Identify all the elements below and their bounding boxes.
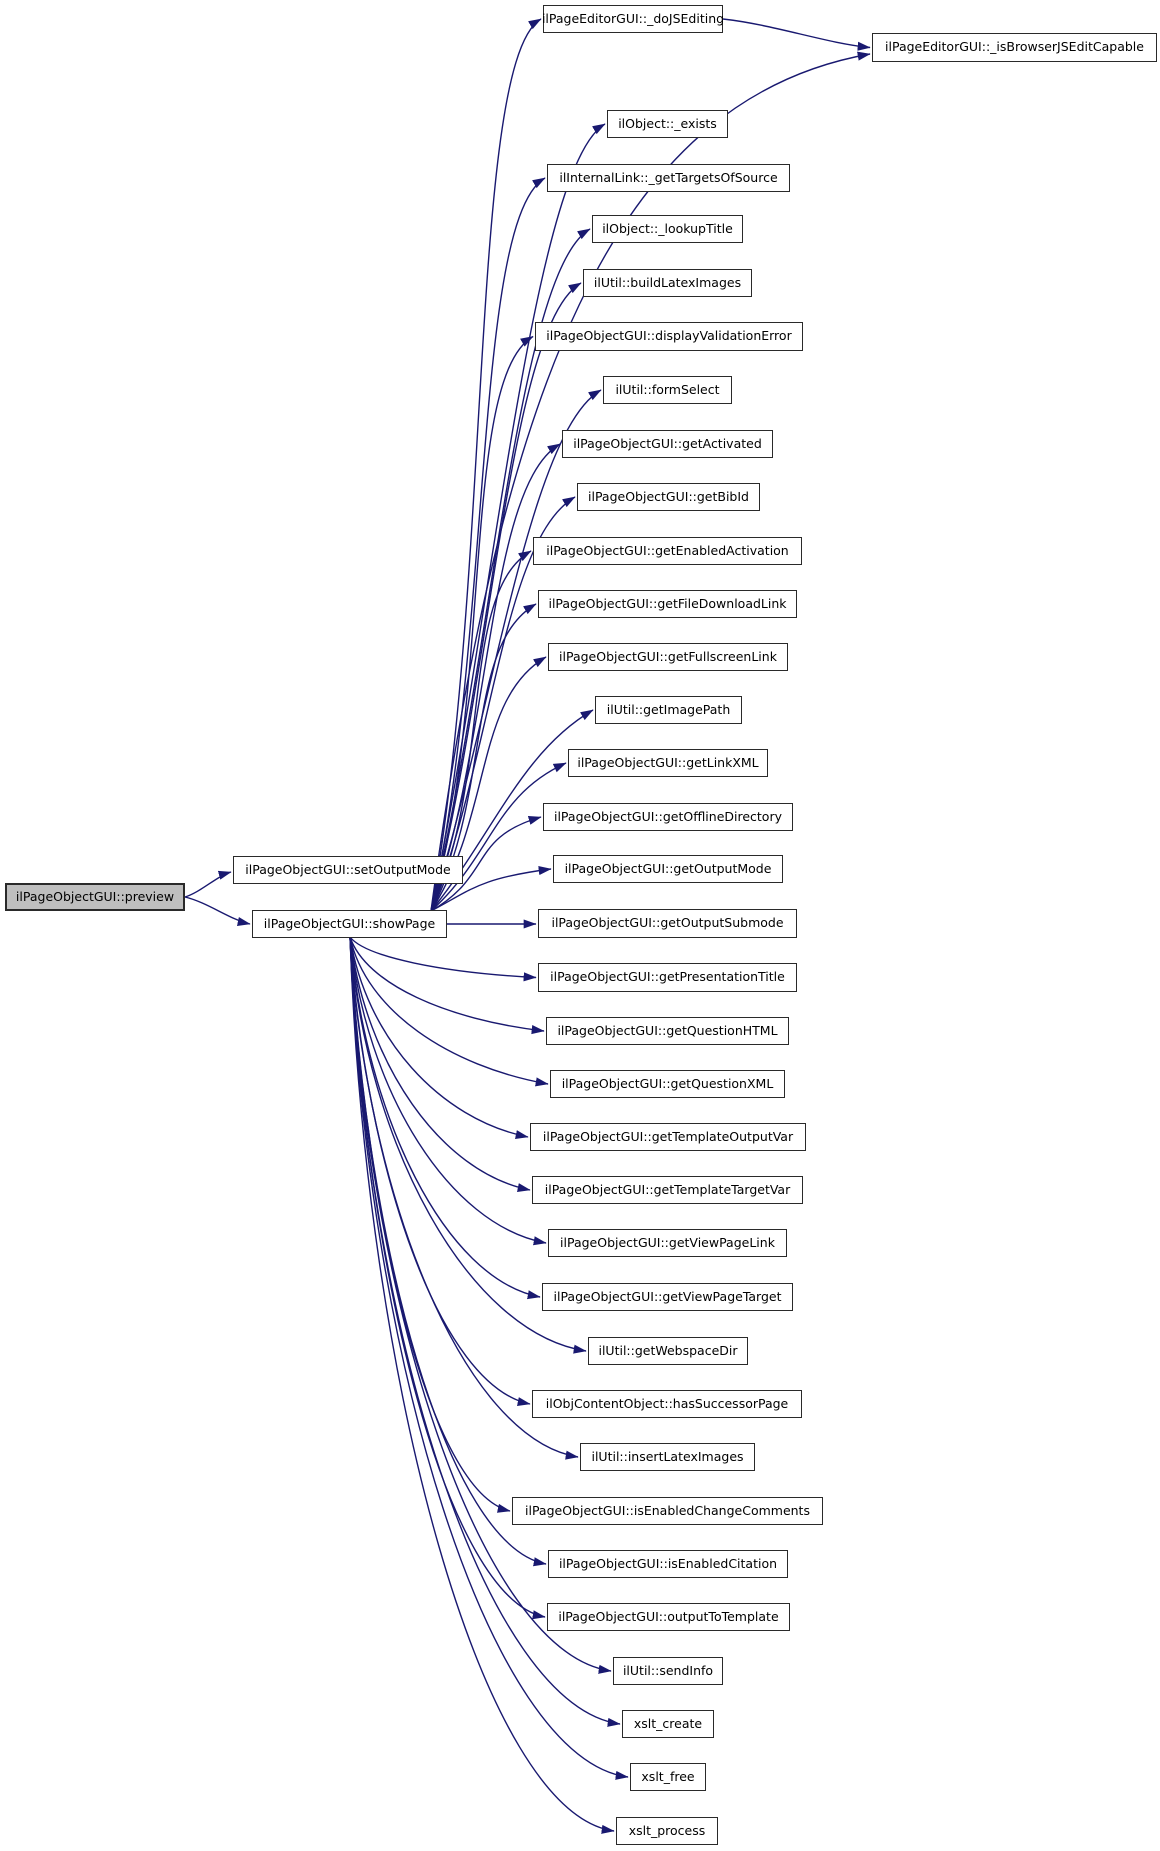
edge-showPage-to-insertLatexImages <box>349 936 579 1460</box>
graph-node-displayValidationError[interactable]: ilPageObjectGUI::displayValidationError <box>535 322 803 351</box>
graph-node-getActivated[interactable]: ilPageObjectGUI::getActivated <box>562 430 773 458</box>
graph-node-getQuestionXML[interactable]: ilPageObjectGUI::getQuestionXML <box>550 1070 785 1098</box>
graph-node-getOutputSubmode[interactable]: ilPageObjectGUI::getOutputSubmode <box>538 909 797 938</box>
edge-showPage-to-getOfflineDirectory <box>430 816 542 912</box>
edge-showPage-to-isBrowserJSEditCapable <box>430 51 871 912</box>
edge-showPage-to-getTargetsOfSource <box>430 177 546 912</box>
graph-node-setOutputMode[interactable]: ilPageObjectGUI::setOutputMode <box>233 856 463 884</box>
edge-showPage-to-getOutputMode <box>430 866 552 912</box>
graph-node-getEnabledActivation[interactable]: ilPageObjectGUI::getEnabledActivation <box>533 537 802 565</box>
graph-node-exists[interactable]: ilObject::_exists <box>607 110 728 138</box>
graph-node-formSelect[interactable]: ilUtil::formSelect <box>603 376 732 404</box>
graph-node-isEnabledCitation[interactable]: ilPageObjectGUI::isEnabledCitation <box>548 1550 788 1578</box>
edge-showPage-to-getViewPageLink <box>349 936 547 1246</box>
graph-node-getViewPageTarget[interactable]: ilPageObjectGUI::getViewPageTarget <box>542 1283 793 1311</box>
edge-showPage-to-buildLatexImages <box>430 282 582 912</box>
graph-node-showPage[interactable]: ilPageObjectGUI::showPage <box>252 910 447 938</box>
edge-showPage-to-sendInfo <box>349 936 612 1674</box>
edge-doJSEditing-to-isBrowserJSEditCapable <box>722 18 871 51</box>
graph-node-getViewPageLink[interactable]: ilPageObjectGUI::getViewPageLink <box>548 1229 787 1257</box>
graph-node-xslt_create[interactable]: xslt_create <box>622 1710 714 1738</box>
graph-node-getFileDownloadLink[interactable]: ilPageObjectGUI::getFileDownloadLink <box>538 590 797 618</box>
graph-node-getFullscreenLink[interactable]: ilPageObjectGUI::getFullscreenLink <box>548 643 788 671</box>
edge-showPage-to-getActivated <box>430 443 561 912</box>
graph-node-getOutputMode[interactable]: ilPageObjectGUI::getOutputMode <box>553 855 783 883</box>
edge-showPage-to-getLinkXML <box>430 762 567 912</box>
edge-showPage-to-getQuestionHTML <box>349 936 545 1035</box>
edge-preview-to-setOutputMode <box>184 870 232 898</box>
graph-node-preview[interactable]: ilPageObjectGUI::preview <box>5 883 185 911</box>
graph-node-sendInfo[interactable]: ilUtil::sendInfo <box>613 1657 723 1685</box>
edge-showPage-to-getPresentationTitle <box>349 936 537 982</box>
graph-node-getOfflineDirectory[interactable]: ilPageObjectGUI::getOfflineDirectory <box>543 803 793 831</box>
edge-showPage-to-xslt_process <box>349 936 615 1834</box>
edge-showPage-to-getTemplateOutputVar <box>349 936 529 1140</box>
graph-node-getPresentationTitle[interactable]: ilPageObjectGUI::getPresentationTitle <box>538 963 797 992</box>
edge-showPage-to-doJSEditing <box>430 18 542 912</box>
edge-showPage-to-getEnabledActivation <box>430 550 532 912</box>
graph-node-xslt_free[interactable]: xslt_free <box>630 1763 706 1791</box>
edge-showPage-to-isEnabledCitation <box>349 936 547 1567</box>
graph-node-lookupTitle[interactable]: ilObject::_lookupTitle <box>592 215 743 243</box>
graph-node-getTargetsOfSource[interactable]: ilInternalLink::_getTargetsOfSource <box>547 164 790 192</box>
graph-node-getImagePath[interactable]: ilUtil::getImagePath <box>595 696 742 724</box>
graph-node-outputToTemplate[interactable]: ilPageObjectGUI::outputToTemplate <box>547 1603 790 1631</box>
graph-node-isEnabledChangeComments[interactable]: ilPageObjectGUI::isEnabledChangeComments <box>512 1497 823 1525</box>
graph-node-getTemplateOutputVar[interactable]: ilPageObjectGUI::getTemplateOutputVar <box>530 1123 806 1151</box>
graph-node-hasSuccessorPage[interactable]: ilObjContentObject::hasSuccessorPage <box>532 1390 802 1418</box>
edge-showPage-to-xslt_free <box>349 936 629 1780</box>
edge-showPage-to-getViewPageTarget <box>349 936 541 1300</box>
edge-showPage-to-xslt_create <box>349 936 621 1727</box>
graph-node-getBibId[interactable]: ilPageObjectGUI::getBibId <box>577 483 760 511</box>
graph-node-xslt_process[interactable]: xslt_process <box>616 1817 718 1845</box>
edge-showPage-to-getTemplateTargetVar <box>349 936 531 1193</box>
graph-node-getTemplateTargetVar[interactable]: ilPageObjectGUI::getTemplateTargetVar <box>532 1176 803 1204</box>
edge-showPage-to-getQuestionXML <box>349 936 549 1087</box>
graph-node-doJSEditing[interactable]: ilPageEditorGUI::_doJSEditing <box>542 5 724 33</box>
edge-showPage-to-getWebspaceDir <box>349 936 587 1354</box>
edge-showPage-to-displayValidationError <box>430 335 534 912</box>
graph-node-getWebspaceDir[interactable]: ilUtil::getWebspaceDir <box>588 1337 748 1365</box>
graph-node-getQuestionHTML[interactable]: ilPageObjectGUI::getQuestionHTML <box>546 1017 789 1045</box>
graph-node-isBrowserJSEditCapable[interactable]: ilPageEditorGUI::_isBrowserJSEditCapable <box>872 33 1157 62</box>
graph-node-buildLatexImages[interactable]: ilUtil::buildLatexImages <box>583 269 752 297</box>
graph-node-getLinkXML[interactable]: ilPageObjectGUI::getLinkXML <box>568 749 768 777</box>
graph-node-insertLatexImages[interactable]: ilUtil::insertLatexImages <box>580 1443 755 1471</box>
edge-preview-to-showPage <box>184 896 251 926</box>
